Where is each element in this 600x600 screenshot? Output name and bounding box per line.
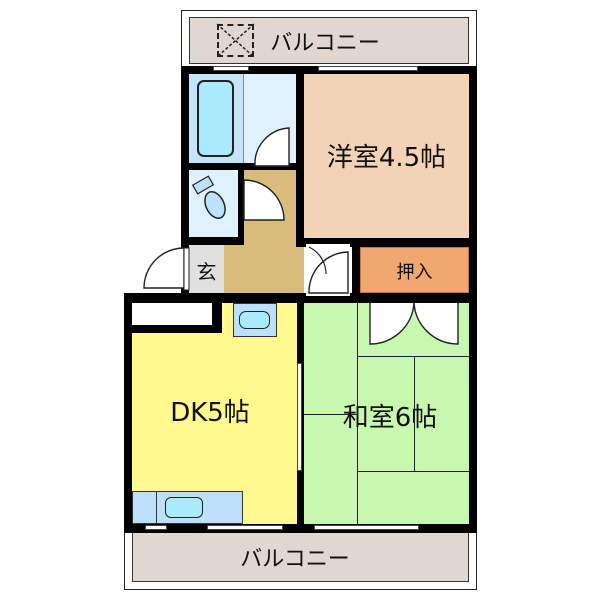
stove-icon	[165, 497, 203, 518]
room-dk	[132, 303, 297, 525]
western-room-door-icon	[306, 244, 350, 296]
room-closet	[360, 247, 469, 293]
room-western-label-text: 洋室4.5帖	[326, 142, 447, 173]
balcony-bottom	[132, 533, 469, 582]
counter-divider	[156, 491, 157, 524]
room-hall-lower	[224, 243, 304, 294]
tatami-line	[357, 471, 469, 472]
window	[314, 525, 419, 530]
washroom-door-icon	[254, 127, 290, 167]
window	[213, 66, 249, 71]
tatami-line	[304, 414, 357, 415]
room-closet-label: 押入	[396, 262, 433, 283]
wall	[296, 238, 477, 247]
balcony-top-label: バルコニー	[270, 31, 380, 56]
bathtub	[197, 80, 234, 157]
sliding-door	[297, 363, 302, 471]
window	[145, 525, 167, 530]
toilet-icon	[191, 175, 226, 219]
wall	[189, 237, 244, 245]
wall	[189, 163, 296, 170]
window	[207, 525, 283, 530]
tatami-line	[414, 356, 415, 471]
wall	[212, 303, 222, 333]
room-entrance-label: 玄	[196, 259, 217, 284]
refrigerator-space	[132, 303, 212, 325]
sink-basin-icon	[239, 311, 270, 329]
room-washitsu-label: 和室6帖	[342, 402, 438, 433]
tatami-line	[357, 356, 469, 357]
room-entrance	[189, 245, 224, 293]
tatami-line	[357, 303, 358, 525]
closet-door-icon	[369, 302, 459, 345]
room-western	[304, 74, 469, 238]
toilet-door-icon	[243, 179, 285, 221]
balcony-bottom-label: バルコニー	[240, 547, 350, 572]
wall	[238, 170, 244, 243]
wall	[181, 66, 189, 303]
room-dk-label: DK5帖	[170, 397, 250, 428]
entrance-door-icon	[143, 247, 190, 291]
wall	[124, 293, 132, 533]
wall	[296, 66, 304, 244]
aircon-outdoor-unit-icon	[216, 23, 255, 58]
window	[318, 66, 418, 71]
wall	[124, 293, 477, 303]
wall	[132, 325, 222, 333]
wall	[352, 238, 360, 298]
wall	[124, 524, 477, 533]
